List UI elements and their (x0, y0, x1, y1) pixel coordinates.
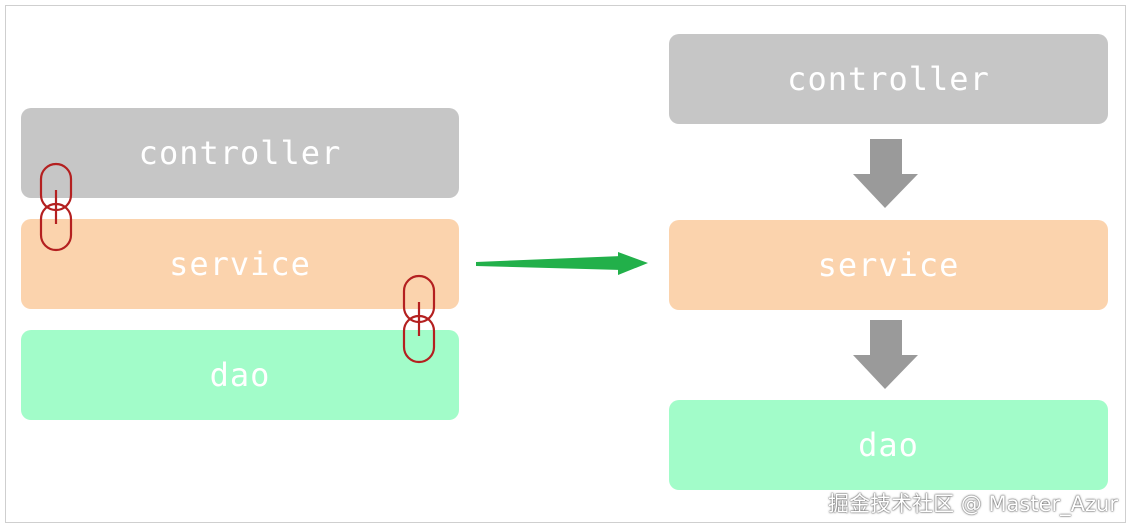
right-controller-box: controller (669, 34, 1108, 124)
diagram-frame (5, 5, 1126, 523)
right-dao-box: dao (669, 400, 1108, 490)
left-dao-box: dao (21, 330, 459, 420)
left-service-box: service (21, 219, 459, 309)
right-dao-label: dao (858, 426, 919, 464)
right-service-box: service (669, 220, 1108, 310)
left-dao-label: dao (209, 356, 271, 394)
right-controller-label: controller (787, 60, 990, 98)
right-service-label: service (817, 246, 960, 284)
watermark: 掘金技术社区 @ Master_Azur (828, 492, 1118, 516)
left-controller-label: controller (138, 134, 342, 172)
left-controller-box: controller (21, 108, 459, 198)
left-service-label: service (169, 245, 311, 283)
